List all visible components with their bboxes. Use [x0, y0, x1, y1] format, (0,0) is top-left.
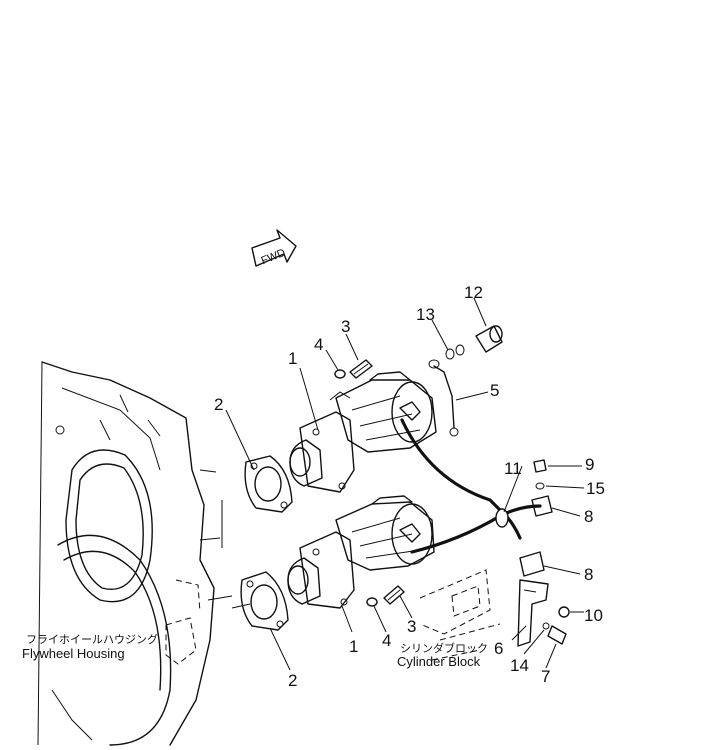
cable-5	[428, 359, 459, 437]
bolt-7	[542, 622, 567, 645]
callout-4-upper: 4	[314, 335, 323, 354]
callout-5: 5	[490, 381, 499, 400]
gasket-lower	[240, 571, 289, 631]
callout-8-lower: 8	[584, 565, 593, 584]
connector-lower	[519, 551, 545, 577]
bolt-washer-upper	[334, 359, 373, 379]
callout-6: 6	[494, 639, 503, 658]
starter-motor-upper	[289, 371, 437, 493]
bracket-6	[517, 579, 549, 647]
cylinder-block	[419, 569, 501, 661]
callout-3-lower: 3	[407, 617, 416, 636]
callout-2-upper: 2	[214, 395, 223, 414]
callout-12: 12	[464, 283, 483, 302]
nut-10	[558, 606, 570, 618]
flywheel-housing	[37, 361, 251, 746]
callout-7: 7	[541, 667, 550, 686]
callout-1-upper: 1	[288, 349, 297, 368]
starter-motor-lower	[287, 495, 435, 609]
leader-lines	[225, 297, 585, 671]
callout-11: 11	[504, 459, 522, 478]
callout-2-lower: 2	[288, 671, 297, 690]
cylinder-block-label-en: Cylinder Block	[397, 654, 481, 669]
callout-14: 14	[510, 656, 529, 675]
bolt-washer-lower	[366, 585, 405, 607]
gasket-upper	[244, 455, 293, 513]
callout-9: 9	[585, 455, 594, 474]
fwd-arrow: FWD	[251, 229, 297, 268]
callout-8-upper: 8	[584, 507, 593, 526]
fwd-label: FWD	[259, 247, 287, 268]
callout-4-lower: 4	[382, 631, 391, 650]
callout-1-lower: 1	[349, 637, 358, 656]
flywheel-housing-label-jp: フライホイールハウジング	[26, 632, 158, 646]
callout-15: 15	[586, 479, 605, 498]
wiring-harness	[400, 418, 542, 554]
callout-3-upper: 3	[341, 317, 350, 336]
callout-10: 10	[584, 606, 603, 625]
cylinder-block-label-jp: シリンダブロック	[400, 641, 488, 655]
flywheel-housing-label-en: Flywheel Housing	[22, 646, 125, 661]
callout-13: 13	[416, 305, 435, 324]
connector-upper	[531, 459, 553, 517]
terminal-parts	[445, 325, 503, 360]
